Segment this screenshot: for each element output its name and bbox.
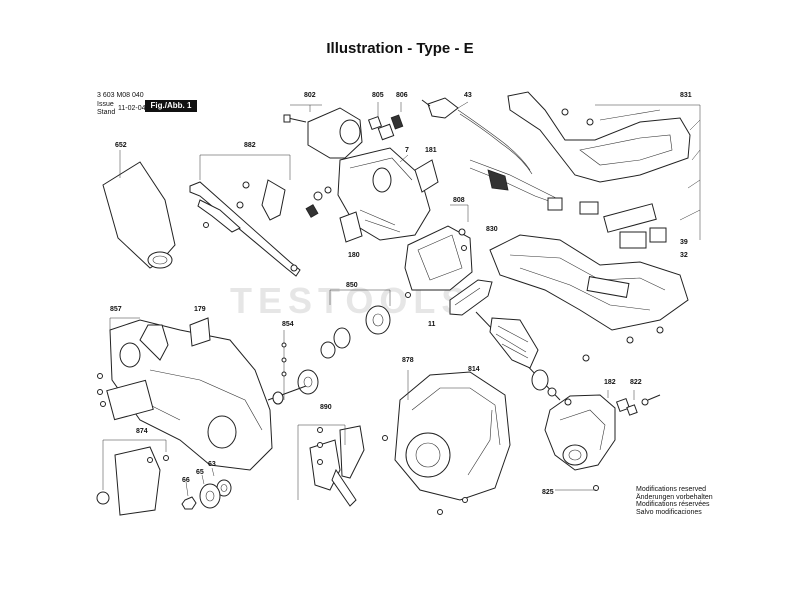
callout-822: 822 — [630, 379, 642, 386]
callout-808: 808 — [453, 197, 465, 204]
callout-39: 39 — [680, 239, 688, 246]
part-652-guard — [102, 161, 176, 269]
part-878-blade-guard — [382, 371, 511, 515]
part-11-belt — [449, 279, 493, 316]
callout-181: 181 — [425, 147, 437, 154]
callout-825: 825 — [542, 489, 554, 496]
callout-182: 182 — [604, 379, 616, 386]
callout-652: 652 — [115, 142, 127, 149]
part-181-plate — [414, 159, 439, 193]
callout-878: 878 — [402, 357, 414, 364]
callout-63: 63 — [208, 461, 216, 468]
part-7-motor-housing — [337, 147, 431, 241]
part-179-plate — [189, 317, 211, 347]
part-825-end-housing — [544, 394, 616, 491]
callout-11: 11 — [428, 321, 436, 328]
part-805-806-brushes — [367, 114, 404, 141]
callout-179: 179 — [194, 306, 206, 313]
part-43-power-cord — [421, 97, 533, 175]
notice-line: Änderungen vorbehalten — [636, 493, 713, 501]
callout-882: 882 — [244, 142, 256, 149]
issue-label: Issue — [97, 101, 114, 108]
part-180-plate — [339, 211, 363, 243]
part-831-handle — [507, 91, 691, 183]
small-screws-7 — [305, 186, 332, 218]
part-830-switch — [603, 203, 667, 249]
part-808-stator — [404, 225, 473, 298]
callout-890: 890 — [320, 404, 332, 411]
figure-badge: Fig./Abb. 1 — [145, 100, 197, 112]
callout-7: 7 — [405, 147, 409, 154]
callout-854: 854 — [282, 321, 294, 328]
callout-805: 805 — [372, 92, 384, 99]
part-882-linkage — [189, 179, 301, 277]
callout-814: 814 — [468, 366, 480, 373]
callout-66: 66 — [182, 477, 190, 484]
part-890-bracket — [309, 425, 365, 507]
callout-850: 850 — [346, 282, 358, 289]
callout-labels: 802 805 806 43 831 652 882 7 181 808 830… — [110, 92, 692, 496]
stand-label: Stand — [97, 109, 116, 116]
part-63-65-66-flanges — [181, 479, 232, 510]
part-802-endcap — [283, 107, 363, 159]
notice-line: Modifications reserved — [636, 486, 707, 493]
notice-line: Modifications réservées — [636, 501, 710, 508]
callout-802: 802 — [304, 92, 316, 99]
part-874-plate — [96, 446, 169, 516]
part-857-saw-arm — [97, 319, 273, 471]
callout-806: 806 — [396, 92, 408, 99]
part-motor-base — [489, 234, 689, 362]
part-182-822-screws — [615, 394, 661, 416]
callout-32: 32 — [680, 252, 688, 259]
callout-874: 874 — [136, 428, 148, 435]
part-850-gears — [267, 305, 391, 405]
callout-830: 830 — [486, 226, 498, 233]
part-number: 3 603 M08 040 — [97, 92, 144, 99]
callout-857: 857 — [110, 306, 122, 313]
callout-43: 43 — [464, 92, 472, 99]
notice-line: Salvo modificaciones — [636, 508, 702, 516]
callout-65: 65 — [196, 469, 204, 476]
part-814-armature — [475, 311, 561, 401]
callout-180: 180 — [348, 252, 360, 259]
callout-831: 831 — [680, 92, 692, 99]
issue-date: 11-02-04 — [118, 105, 146, 112]
page-title: Illustration - Type - E — [326, 40, 474, 57]
part-830-wiring — [469, 159, 599, 215]
modifications-notice: Modifications reserved Änderungen vorbeh… — [636, 486, 713, 516]
